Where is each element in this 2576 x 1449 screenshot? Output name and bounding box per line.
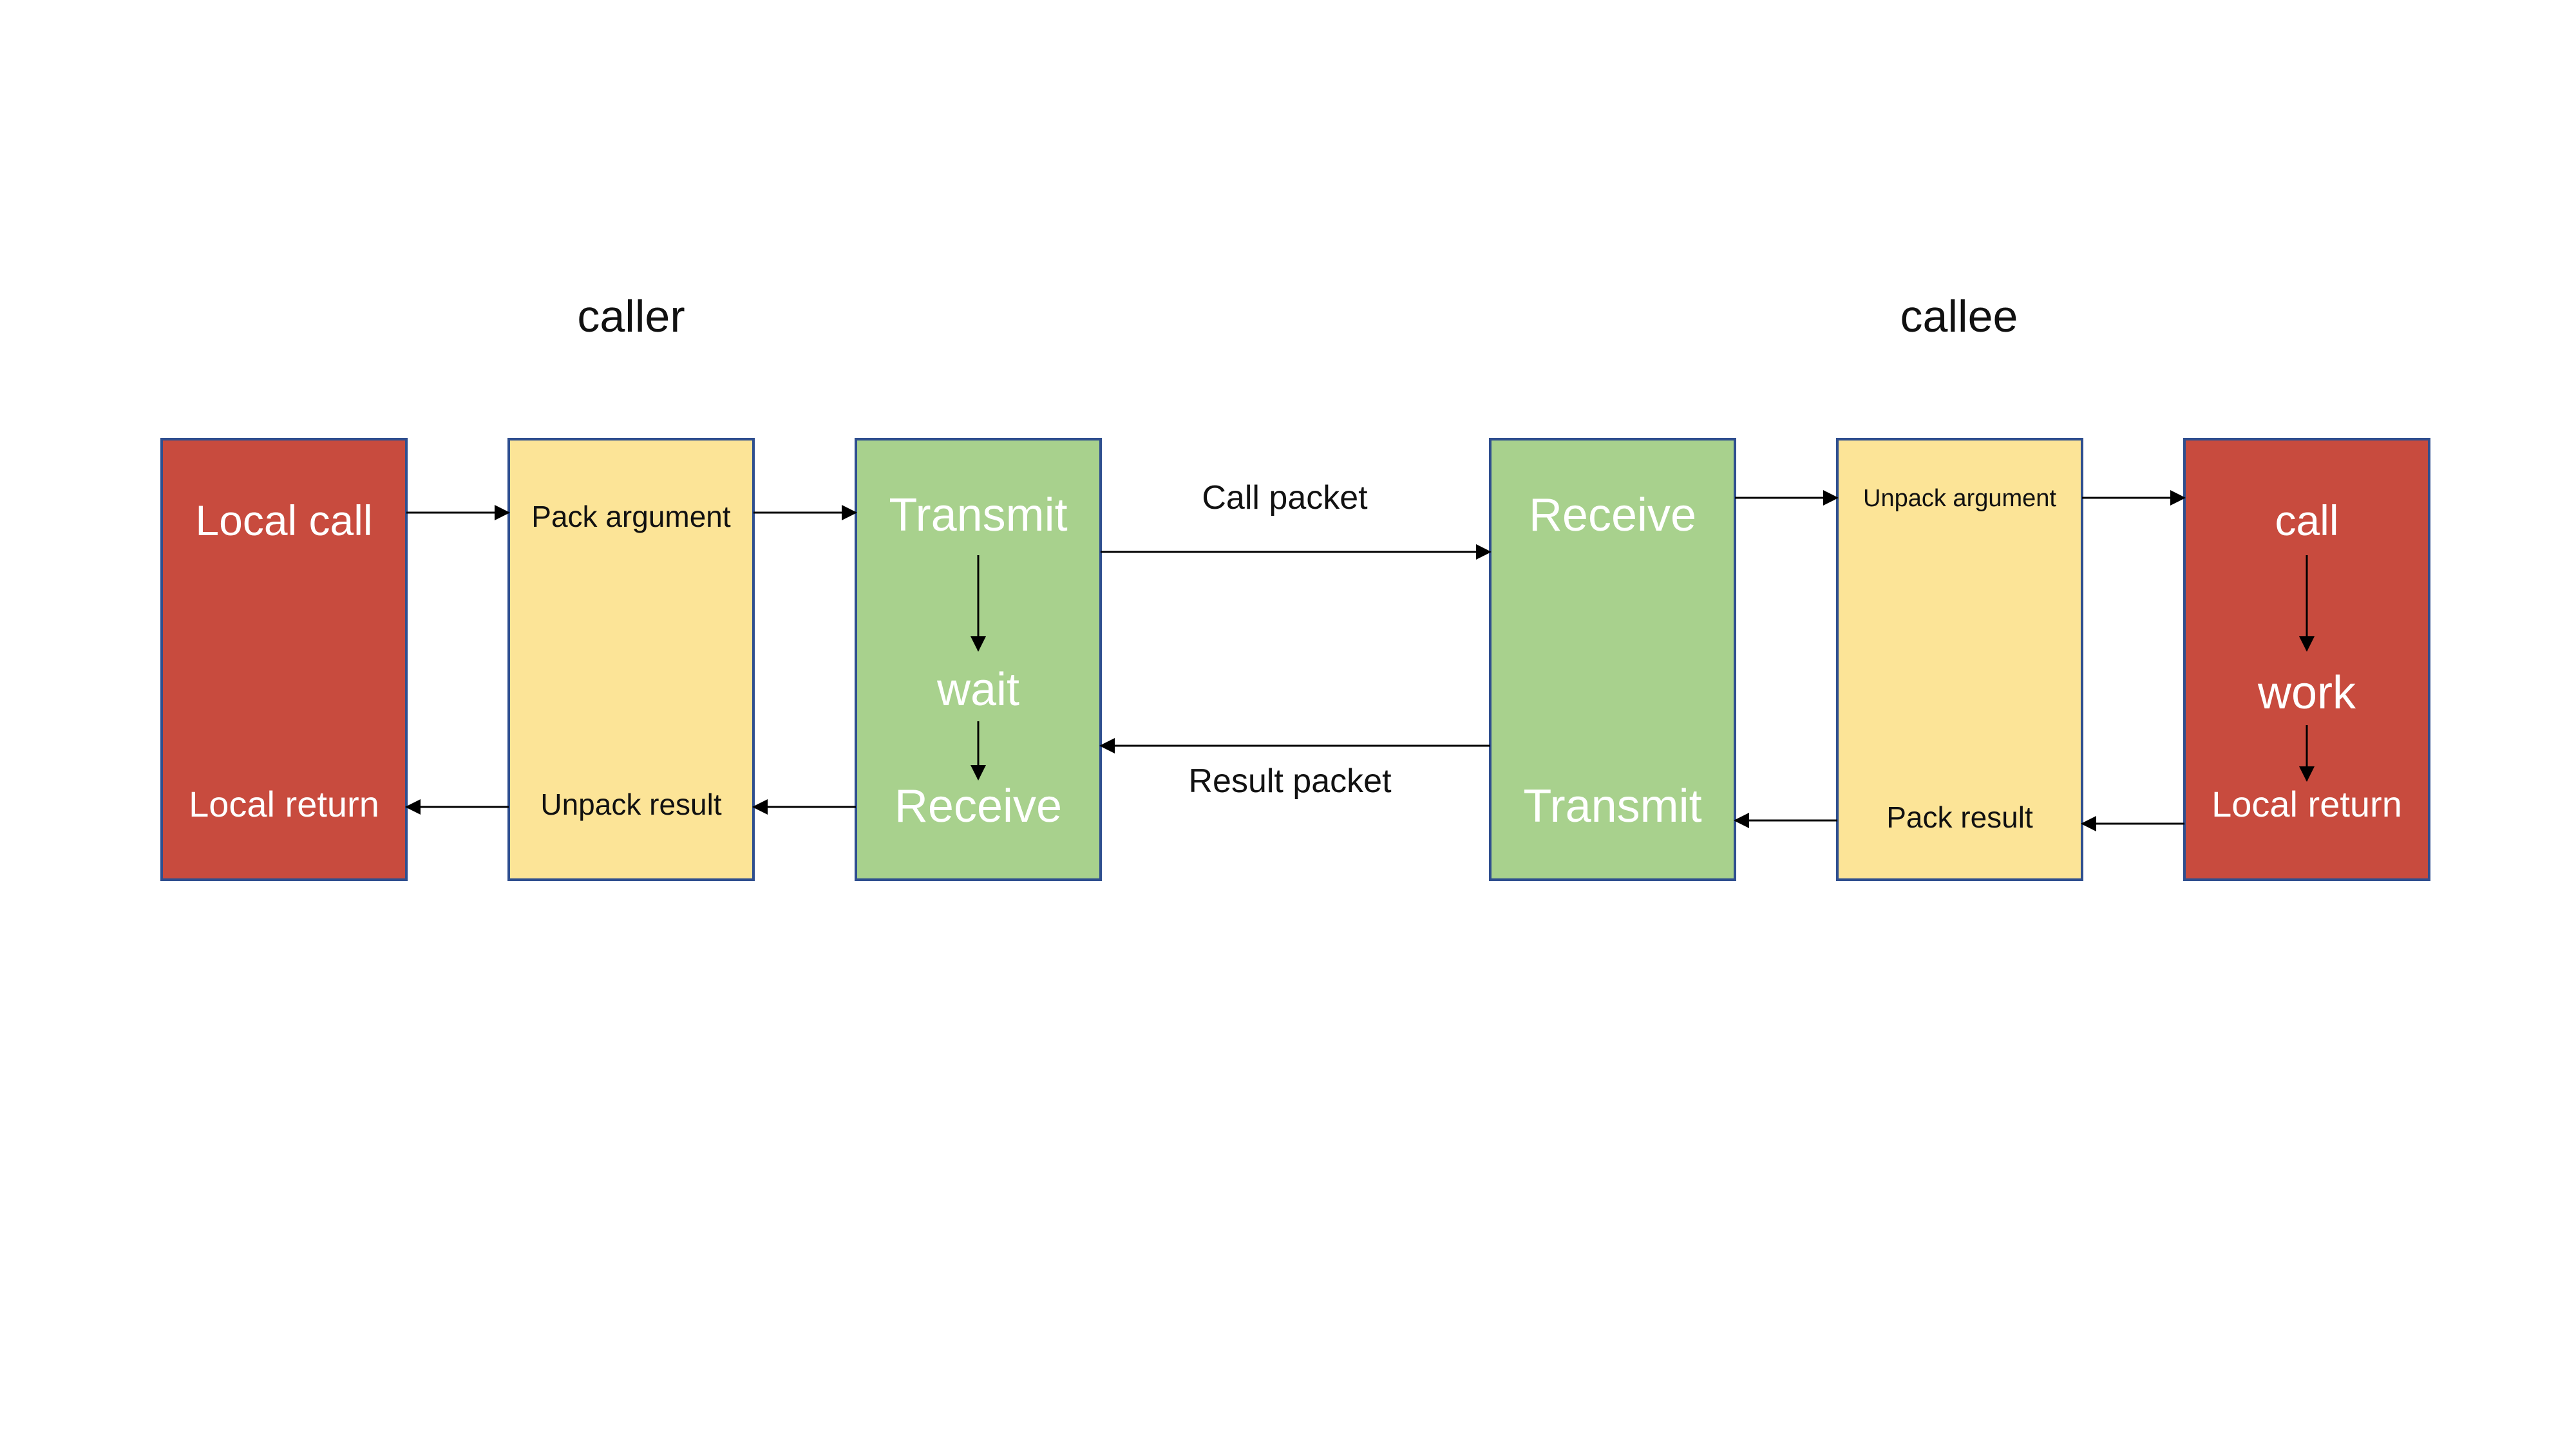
callee-receive-label: Receive: [1529, 489, 1696, 541]
caller-runtime-box: [855, 438, 1102, 881]
result-packet-label: Result packet: [1188, 762, 1392, 800]
callee-stub-box: [1836, 438, 2083, 881]
pack-argument-label: Pack argument: [531, 500, 731, 533]
unpack-argument-label: Unpack argument: [1863, 485, 2056, 512]
callee-title: callee: [1900, 291, 2018, 341]
caller-title: caller: [577, 291, 685, 341]
callee-transmit-label: Transmit: [1523, 781, 1701, 832]
local-call-label: Local call: [195, 497, 372, 544]
wait-label: wait: [936, 664, 1019, 715]
caller-local-box: [160, 438, 408, 881]
caller-local-return-label: Local return: [189, 784, 379, 824]
call-label: call: [2275, 497, 2338, 544]
caller-stub-box: [507, 438, 755, 881]
unpack-result-label: Unpack result: [540, 788, 721, 821]
caller-transmit-label: Transmit: [889, 489, 1067, 541]
caller-receive-label: Receive: [895, 781, 1062, 832]
pack-result-label: Pack result: [1886, 800, 2033, 834]
work-label: work: [2257, 667, 2356, 719]
callee-local-return-label: Local return: [2211, 784, 2402, 824]
call-packet-label: Call packet: [1202, 479, 1368, 516]
callee-server-box: [2183, 438, 2430, 881]
callee-runtime-box: [1489, 438, 1736, 881]
